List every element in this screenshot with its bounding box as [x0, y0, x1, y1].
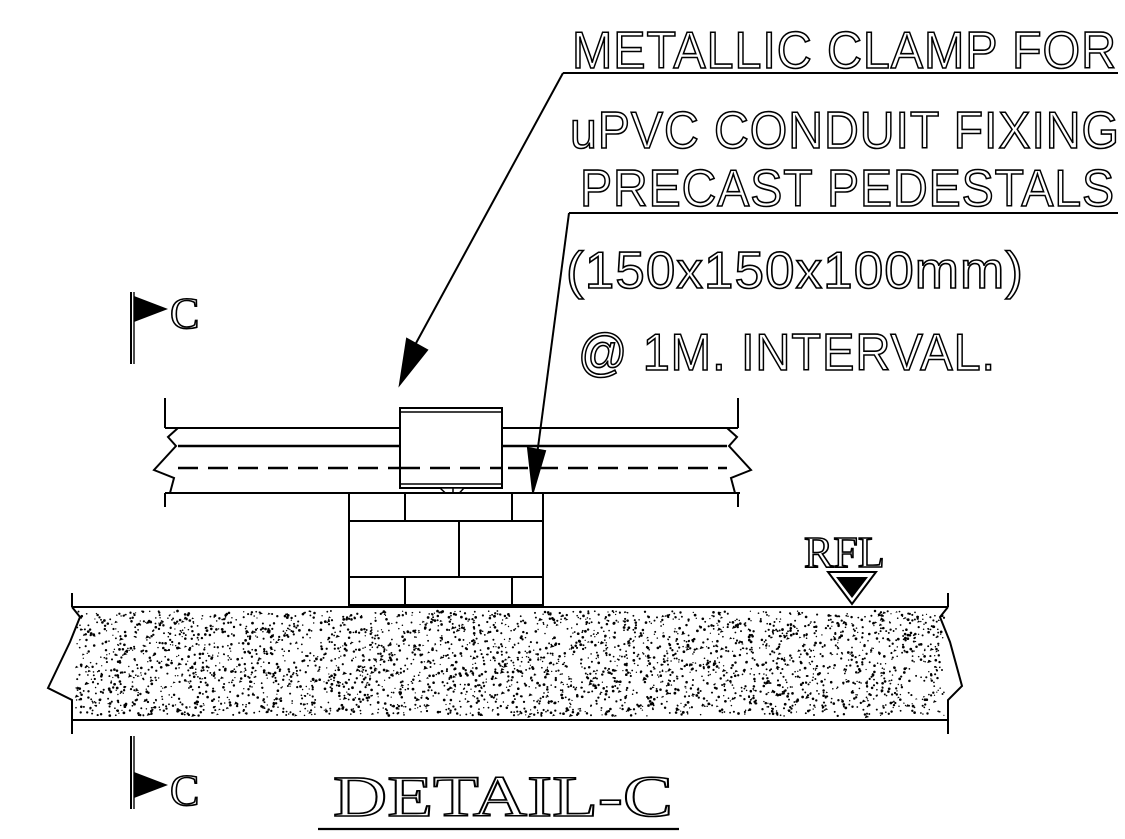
- clamp-leader-arrowhead: [398, 337, 429, 388]
- clamp-note-line-2: uPVC CONDUIT FIXING: [570, 102, 1120, 160]
- pedestal-note-line-1: PRECAST PEDESTALS: [580, 160, 1115, 218]
- clamp-leader: [398, 72, 1118, 388]
- level-marker-rfl: RFL: [803, 527, 886, 606]
- section-marker-top: C: [130, 288, 200, 364]
- clamp-note-line-1: METALLIC CLAMP FOR: [572, 22, 1117, 80]
- detail-title: DETAIL-C: [318, 763, 679, 831]
- metallic-clamp: [399, 407, 503, 489]
- section-arrow-bottom: [134, 772, 168, 798]
- precast-pedestal: [348, 492, 544, 606]
- section-marker-bottom: C: [130, 736, 200, 816]
- pedestal-leader-arrowhead: [526, 446, 547, 493]
- section-arrow-top: [134, 296, 168, 322]
- pedestal-note-line-3: @ 1M. INTERVAL.: [578, 324, 996, 382]
- detail-title-text: DETAIL-C: [333, 764, 673, 829]
- pedestal-leader: [526, 212, 1118, 493]
- roof-slab: [46, 593, 964, 734]
- concrete-hatch: [74, 609, 946, 719]
- section-label-bottom: C: [170, 766, 199, 815]
- section-label-top: C: [170, 289, 199, 338]
- pedestal-note-line-2: (150x150x100mm): [566, 242, 1024, 300]
- level-label: RFL: [804, 528, 885, 577]
